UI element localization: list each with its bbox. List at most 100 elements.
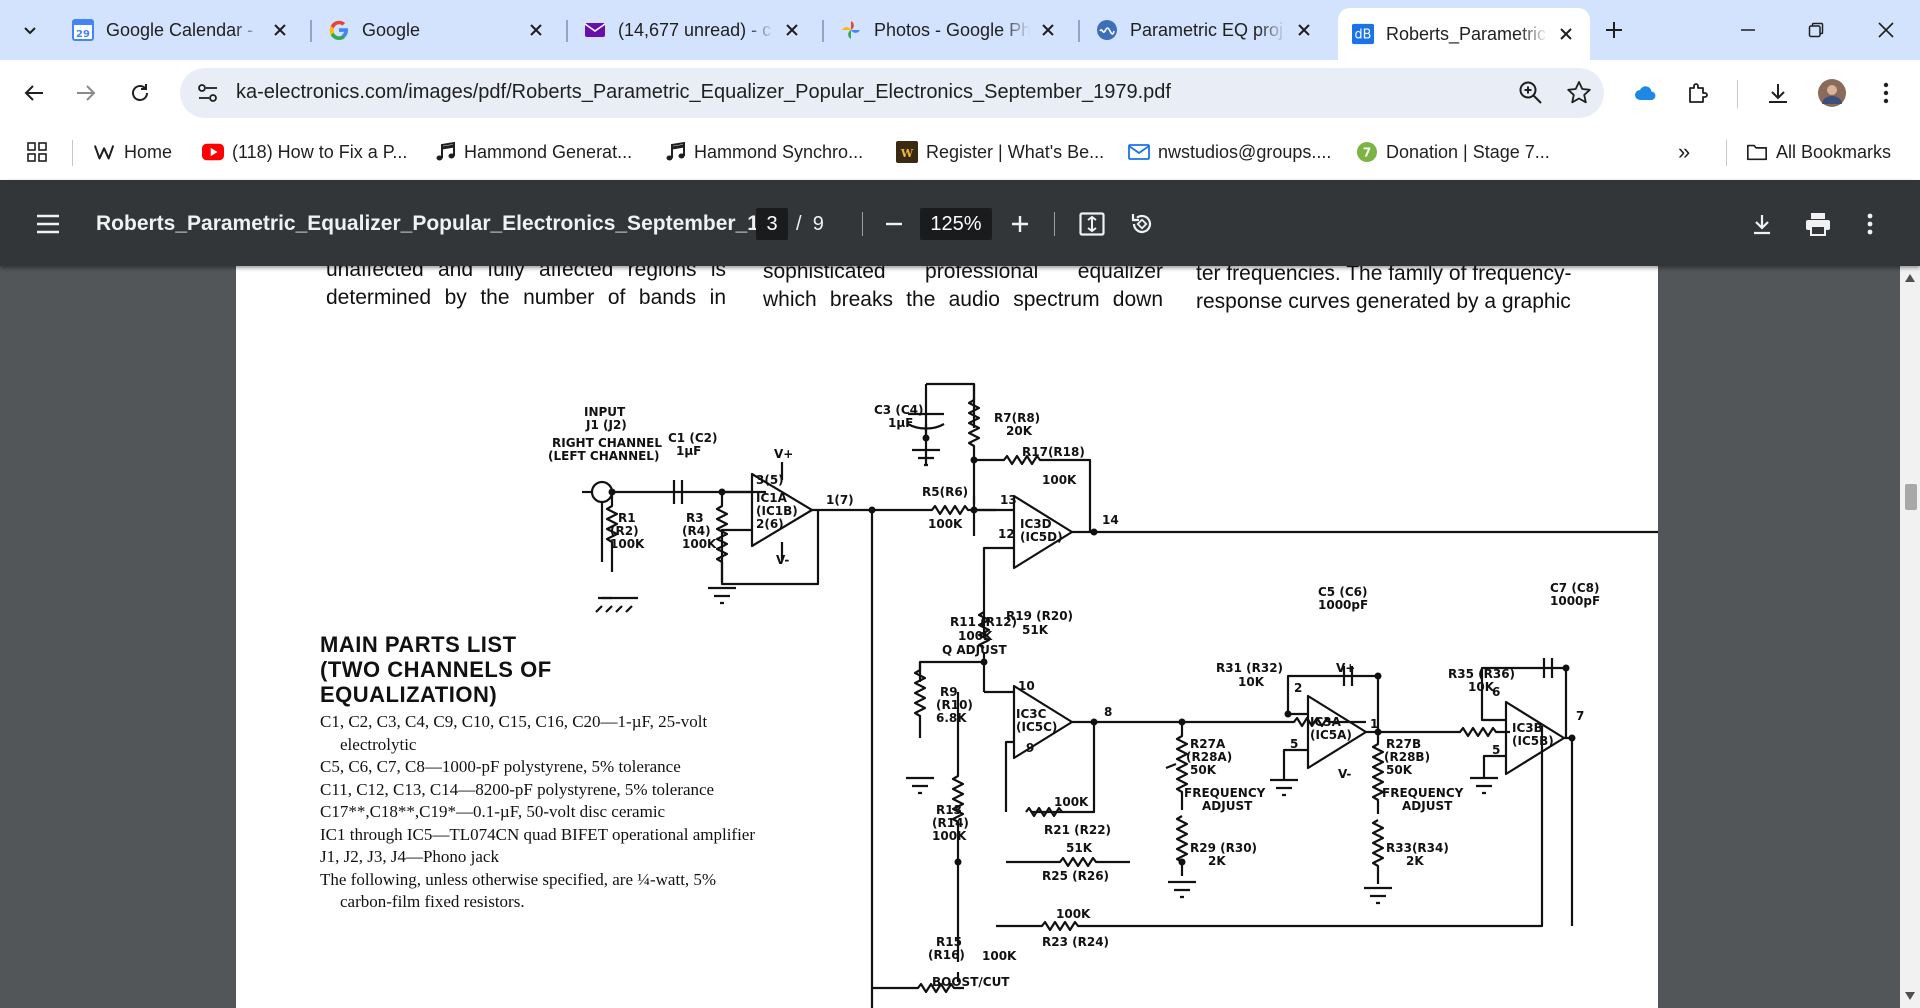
tab-google-calendar[interactable]: 29 Google Calendar - [58, 10, 304, 50]
close-tab-icon[interactable] [782, 20, 802, 40]
tab-google[interactable]: Google [314, 10, 560, 50]
pdf-more-actions-button[interactable] [1850, 204, 1890, 244]
restore-button[interactable] [1796, 12, 1836, 48]
bookmark-label: Donation | Stage 7... [1386, 141, 1550, 162]
zoom-out-button[interactable] [874, 204, 914, 244]
close-tab-icon[interactable] [1556, 24, 1576, 44]
pdf-viewer-canvas[interactable]: unaffected and fully affected regions is… [0, 266, 1900, 1008]
cloud-extension-button[interactable] [1626, 73, 1666, 113]
address-bar[interactable]: ka-electronics.com/images/pdf/Roberts_Pa… [180, 68, 1604, 118]
scrollbar-thumb[interactable] [1905, 484, 1917, 510]
bookmarks-bar: Home (118) How to Fix a P... Hammond Gen… [0, 126, 1920, 180]
schem-label: IC3A [1310, 715, 1342, 729]
all-bookmarks-button[interactable]: All Bookmarks [1746, 136, 1891, 168]
equalizer-schematic: INPUT J1 (J2) RIGHT CHANNEL (LEFT CHANNE… [548, 382, 1658, 1008]
total-pages: 9 [812, 213, 824, 235]
apps-button[interactable] [26, 136, 48, 168]
forward-button[interactable] [66, 73, 106, 113]
close-window-button[interactable] [1866, 12, 1906, 48]
bookmark-hammond-generator[interactable]: Hammond Generat... [434, 136, 632, 168]
minimize-button[interactable] [1728, 12, 1768, 48]
back-button[interactable] [14, 73, 54, 113]
bookmark-nwstudios[interactable]: nwstudios@groups.... [1128, 136, 1331, 168]
schem-label: 7 [1576, 709, 1584, 723]
bookmark-hammond-synchro[interactable]: Hammond Synchro... [664, 136, 863, 168]
bookmark-youtube[interactable]: (118) How to Fix a P... [202, 136, 407, 168]
reload-button[interactable] [120, 73, 160, 113]
tab-search-button[interactable] [12, 12, 48, 48]
schem-label: 100K [932, 829, 967, 843]
schem-label: 3(5) [756, 473, 784, 487]
bookmark-label: (118) How to Fix a P... [232, 141, 408, 162]
schem-label: (R2) [610, 524, 639, 538]
close-tab-icon[interactable] [1038, 20, 1058, 40]
bookmarks-overflow-button[interactable]: » [1678, 139, 1691, 164]
bookmark-star-icon[interactable] [1566, 80, 1592, 111]
bookmarks-divider [1726, 140, 1727, 166]
google-photos-icon [840, 19, 862, 41]
schem-label: R33(R34) [1386, 841, 1449, 855]
rotate-button[interactable] [1122, 204, 1162, 244]
parts-list-item: C11, C12, C13, C14—8200-pF polystyrene, … [320, 779, 715, 799]
pdf-toolbar-divider [1054, 212, 1055, 236]
tab-parametric-eq[interactable]: Parametric EQ proj [1082, 10, 1328, 50]
zoom-in-button[interactable] [1000, 204, 1040, 244]
schem-label: RIGHT CHANNEL [552, 436, 662, 450]
chevron-down-icon [24, 27, 36, 35]
schem-label: 50K [1386, 763, 1413, 777]
extensions-button[interactable] [1678, 73, 1718, 113]
schem-label: R27B [1386, 737, 1421, 751]
schem-label: R7(R8) [994, 411, 1040, 425]
close-tab-icon[interactable] [1294, 20, 1314, 40]
db-badge: dB [1355, 28, 1372, 43]
schem-label: 9 [1026, 741, 1034, 755]
article-column-1: unaffected and fully affected regions is… [326, 266, 726, 312]
schem-label: (R28B) [1384, 750, 1430, 764]
browser-menu-button[interactable] [1866, 73, 1906, 113]
bookmark-home[interactable]: Home [94, 136, 172, 168]
schem-label: 12 [998, 527, 1015, 541]
profile-avatar[interactable] [1812, 73, 1852, 113]
schem-label: C3 (C4) [874, 403, 923, 417]
schem-label: 1(7) [826, 493, 854, 507]
schem-label: (IC5D) [1020, 530, 1063, 544]
hamburger-menu-icon [37, 214, 59, 234]
google-calendar-icon: 29 [72, 19, 94, 41]
apps-grid-icon [27, 142, 47, 162]
schem-label: R1 [618, 511, 636, 525]
site-info-icon[interactable] [196, 81, 220, 110]
schem-label: ADJUST [1402, 799, 1453, 813]
tab-roberts-parametric[interactable]: dB Roberts_Parametric [1338, 8, 1590, 60]
pdf-download-button[interactable] [1742, 204, 1782, 244]
minus-icon [886, 222, 902, 226]
tab-title: Roberts_Parametric [1386, 23, 1547, 44]
tab-google-photos[interactable]: Photos - Google Ph [826, 10, 1072, 50]
print-button[interactable] [1798, 204, 1838, 244]
bookmark-register[interactable]: W Register | What's Be... [896, 136, 1104, 168]
close-tab-icon[interactable] [526, 20, 546, 40]
page-number-input[interactable]: 3 [756, 208, 788, 240]
close-tab-icon[interactable] [270, 20, 290, 40]
page-separator: / [796, 213, 802, 235]
scroll-down-icon[interactable] [1905, 992, 1915, 1000]
schem-label: R9 [940, 685, 958, 699]
schem-label: 20K [1006, 424, 1033, 438]
bookmark-donation[interactable]: 7 Donation | Stage 7... [1356, 136, 1550, 168]
fit-to-page-button[interactable] [1072, 204, 1112, 244]
parts-list-item: C1, C2, C3, C4, C9, C10, C15, C16, C20—1… [320, 712, 708, 754]
zoom-icon[interactable] [1518, 80, 1544, 111]
printer-icon [1806, 213, 1830, 236]
tab-mail[interactable]: (14,677 unread) - c [570, 10, 816, 50]
schem-label: R25 (R26) [1042, 869, 1109, 883]
downloads-button[interactable] [1758, 73, 1798, 113]
article-line: ter frequencies. The family of frequency… [1196, 266, 1572, 285]
schem-label: 2K [1406, 854, 1424, 868]
pdf-sidebar-menu-button[interactable] [28, 204, 68, 244]
vertical-scrollbar[interactable] [1900, 266, 1920, 1008]
schem-label: V- [776, 553, 789, 567]
minimize-icon [1741, 29, 1755, 31]
zoom-level-input[interactable]: 125% [920, 208, 992, 240]
scroll-up-icon[interactable] [1905, 274, 1915, 282]
schem-label: (R14) [932, 816, 969, 830]
new-tab-button[interactable] [1598, 14, 1630, 46]
